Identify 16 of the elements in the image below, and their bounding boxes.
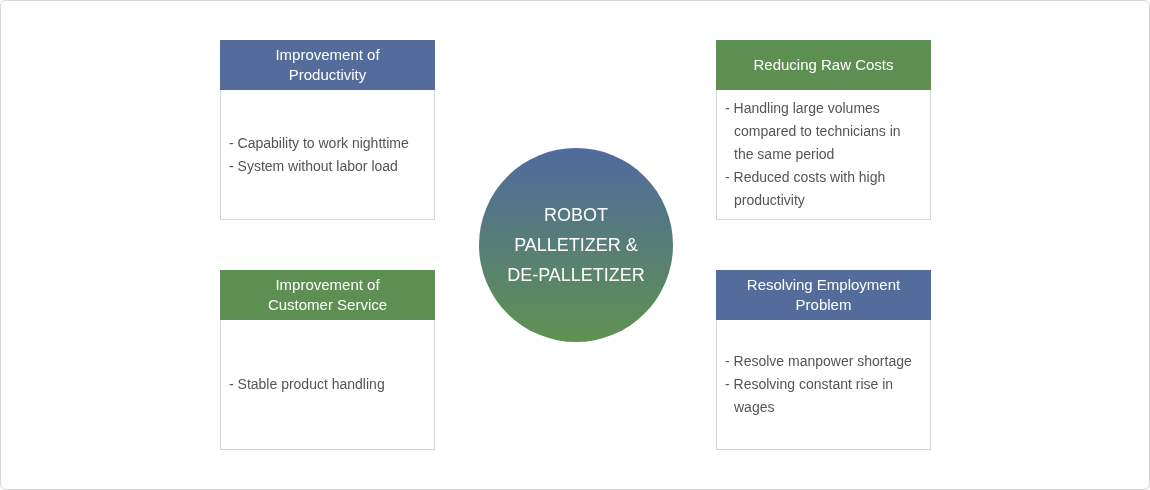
card-header: Reducing Raw Costs — [716, 40, 931, 90]
benefit-card — [716, 270, 931, 450]
card-header: Improvement of Customer Service — [220, 270, 435, 320]
bullet-text: - Resolving constant rise in wages — [725, 375, 895, 417]
bullet-text: - System without labor load — [229, 156, 399, 176]
bullet-text: - Resolve manpower shortage — [725, 352, 913, 371]
bullet-text: - Capability to work nighttime — [229, 133, 410, 153]
card-header: Resolving Employment Problem — [716, 270, 931, 320]
benefit-card — [220, 40, 435, 220]
benefit-card — [220, 270, 435, 450]
bullet-text: - Handling large volumes compared to technicians in the same period — [725, 99, 902, 164]
bullet-text: - Stable product handling — [229, 375, 386, 394]
card-header: Improvement of Productivity — [220, 40, 435, 90]
circle-title: ROBOT PALLETIZER & DE-PALLETIZER — [506, 204, 646, 287]
bullet-text: - Reduced costs with high productivity — [725, 168, 887, 210]
benefit-card — [716, 40, 931, 220]
